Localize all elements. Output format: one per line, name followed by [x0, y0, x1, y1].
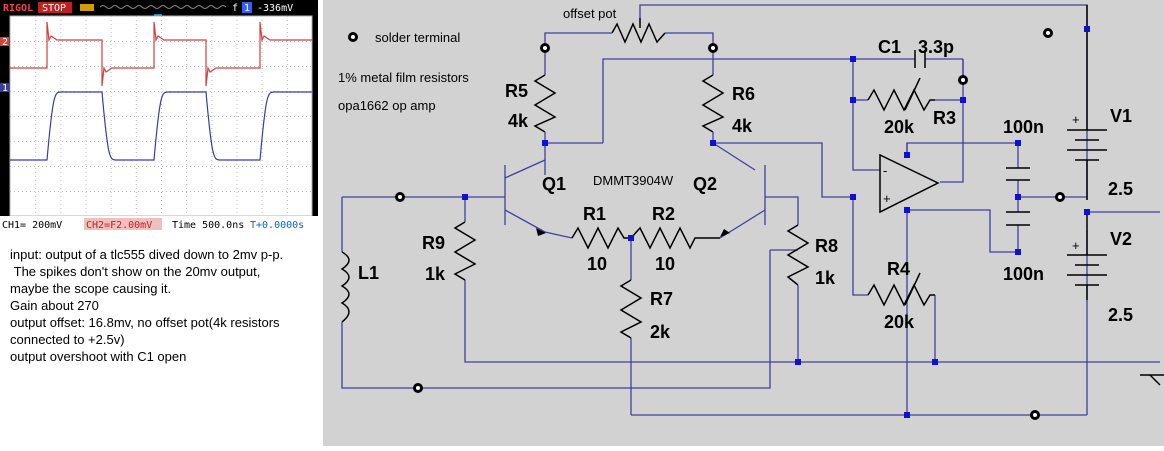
opamp-note: opa1662 op amp	[338, 98, 436, 113]
q2-label: Q2	[693, 174, 717, 194]
note-line: connected to +2.5v)	[10, 332, 125, 347]
r3-value: 20k	[884, 117, 915, 137]
scope-memory-icon	[80, 4, 94, 11]
components	[340, 5, 1164, 386]
r1-symbol	[571, 226, 631, 250]
r4-symbol	[867, 283, 935, 307]
solder-terminal-legend-label: solder terminal	[375, 30, 460, 45]
solder-terminal-legend	[348, 32, 358, 42]
note-line: The spikes don't show on the 20mv output…	[10, 264, 261, 279]
r8-symbol	[786, 224, 810, 286]
r7-symbol	[619, 279, 643, 339]
wires	[341, 4, 1160, 416]
r3-label: R3	[933, 108, 956, 128]
v1-plus: +	[1072, 112, 1080, 127]
q1-label: Q1	[542, 174, 566, 194]
r4-value: 20k	[884, 312, 915, 332]
oscilloscope-display: RIGOL STOP f 1 -336mV 2 1 CH1= 200mV CH2…	[0, 0, 318, 232]
r4-arrow	[904, 272, 921, 306]
scope-header-bar	[0, 0, 318, 14]
schematic-diagram: solder terminal 1% metal film resistors …	[338, 4, 1164, 420]
ch1-waveform	[9, 91, 312, 161]
r5-label: R5	[505, 81, 528, 101]
r4-label: R4	[887, 259, 910, 279]
v2-plus: +	[1072, 238, 1080, 253]
v1-label: V1	[1110, 106, 1132, 126]
r6-label: R6	[732, 84, 755, 104]
junction-dots	[462, 26, 1090, 418]
note-line: input: output of a tlc555 dived down to …	[10, 247, 284, 262]
r1-value: 10	[587, 254, 607, 274]
r2-symbol	[630, 226, 720, 250]
c1-label: C1	[878, 37, 901, 57]
ch2-marker-label: 2	[2, 37, 8, 48]
time-offset: T+0.0000s	[250, 220, 304, 231]
schematic-panel: solder terminal 1% metal film resistors …	[323, 0, 1164, 446]
r2-label: R2	[652, 204, 675, 224]
r5-symbol	[533, 74, 557, 133]
ch2-scale-badge	[84, 218, 162, 230]
r9-symbol	[453, 221, 477, 281]
resistor-note: 1% metal film resistors	[338, 70, 469, 85]
r8-label: R8	[815, 236, 838, 256]
notes-text-block: input: output of a tlc555 dived down to …	[10, 246, 315, 365]
ch2-waveform	[10, 21, 312, 87]
cap-bottom-value: 100n	[1003, 264, 1044, 284]
r8-value: 1k	[815, 268, 836, 288]
q1-emitter-arrow	[536, 228, 546, 236]
v1-value: 2.5	[1108, 179, 1133, 199]
scope-trigger-channel-badge	[242, 2, 252, 13]
r6-value: 4k	[732, 116, 753, 136]
cap-top-value: 100n	[1003, 117, 1044, 137]
r7-label: R7	[650, 289, 673, 309]
scope-brand: RIGOL	[3, 3, 33, 14]
scope-trigger-level: -336mV	[257, 3, 293, 14]
opamp-minus: -	[883, 163, 887, 178]
scope-run-state-badge	[38, 2, 72, 13]
oscilloscope-screenshot: RIGOL STOP f 1 -336mV 2 1 CH1= 200mV CH2…	[0, 0, 318, 232]
scope-run-state: STOP	[42, 3, 66, 14]
r3-arrow	[904, 77, 921, 111]
note-line: maybe the scope causing it.	[10, 281, 172, 296]
scope-trigger-icon: f	[232, 3, 238, 14]
opamp-plus: +	[883, 191, 891, 206]
scope-trigger-channel: 1	[244, 3, 250, 14]
l1-label: L1	[358, 263, 379, 283]
ch2-marker	[0, 37, 9, 46]
ch1-marker-label: 1	[2, 83, 8, 94]
note-line: Gain about 270	[10, 298, 99, 313]
l1-symbol	[340, 251, 350, 323]
note-line: output overshoot with C1 open	[10, 349, 187, 364]
r9-value: 1k	[425, 264, 446, 284]
r3-symbol	[867, 88, 935, 112]
solder-terminals	[348, 28, 1065, 420]
ch1-marker	[0, 83, 9, 92]
q2-emitter-arrow	[720, 229, 730, 237]
note-line: output offset: 16.8mv, no offset pot(4k …	[10, 315, 280, 330]
v2-value: 2.5	[1108, 305, 1133, 325]
c1-value: 3.3p	[918, 37, 954, 57]
opamp-symbol	[879, 153, 940, 214]
r1-label: R1	[583, 204, 606, 224]
v2-label: V2	[1110, 229, 1132, 249]
r5-value: 4k	[508, 111, 529, 131]
offset-pot-label: offset pot	[563, 6, 617, 21]
scope-waveform-overview	[99, 5, 227, 9]
r9-label: R9	[422, 233, 445, 253]
r2-value: 10	[655, 254, 675, 274]
time-base: Time 500.0ns	[172, 220, 244, 231]
ch1-scale: CH1= 200mV	[2, 220, 62, 231]
r7-value: 2k	[650, 322, 671, 342]
r6-symbol	[701, 74, 725, 133]
ground-symbol	[1149, 374, 1161, 386]
transistor-part-label: DMMT3904W	[593, 173, 674, 188]
offset-pot-symbol	[611, 22, 666, 44]
ch2-scale: CH2=F2.00mV	[86, 220, 152, 231]
